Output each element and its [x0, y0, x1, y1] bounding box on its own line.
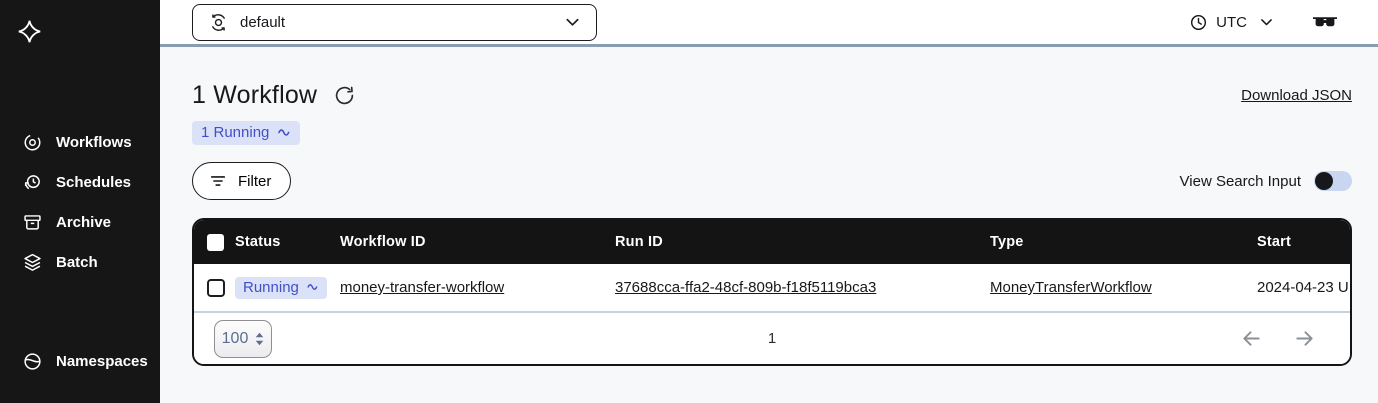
- toolbar-row: Filter View Search Input: [192, 162, 1352, 200]
- topbar: default UTC: [160, 0, 1378, 47]
- running-count-badge[interactable]: 1 Running: [192, 121, 301, 145]
- previous-page-arrow-icon[interactable]: [1240, 327, 1263, 350]
- namespaces-icon: [22, 351, 43, 372]
- updown-arrows-icon: [255, 332, 264, 346]
- sidebar-item-workflows[interactable]: Workflows: [0, 122, 160, 162]
- refresh-icon[interactable]: [334, 85, 355, 106]
- column-header-type: Type: [990, 234, 1024, 250]
- temporal-logo-icon[interactable]: [16, 18, 160, 45]
- title-row: 1 Workflow Download JSON: [192, 81, 1352, 110]
- column-header-run-id: Run ID: [615, 234, 663, 250]
- schedules-icon: [22, 172, 43, 193]
- filter-lines-icon: [209, 172, 227, 190]
- page-title: 1 Workflow: [192, 81, 318, 109]
- workflows-table: Status Workflow ID Run ID Type Start Run…: [192, 218, 1352, 366]
- column-header-workflow-id: Workflow ID: [340, 234, 426, 250]
- sidebar-item-label: Workflows: [56, 133, 132, 151]
- sidebar-item-archive[interactable]: Archive: [0, 202, 160, 242]
- clock-icon: [1189, 13, 1208, 32]
- row-checkbox[interactable]: [207, 278, 225, 297]
- status-badge-label: Running: [243, 278, 299, 296]
- run-id-link[interactable]: 37688cca-ffa2-48cf-809b-f18f5119bca3: [615, 279, 877, 296]
- badge-row: 1 Running: [192, 121, 1352, 145]
- timezone-select[interactable]: UTC: [1189, 13, 1274, 32]
- table-footer: 100 1: [194, 313, 1350, 364]
- sidebar-item-label: Schedules: [56, 173, 132, 191]
- namespace-switcher-icon: [208, 12, 229, 33]
- view-search-input-label: View Search Input: [1179, 172, 1301, 190]
- table-row[interactable]: Running money-transfer-workflow 37688cca…: [194, 264, 1350, 313]
- workflows-icon: [22, 132, 43, 153]
- sidebar: Workflows Schedules Archive: [0, 0, 160, 403]
- sidebar-item-namespaces[interactable]: Namespaces: [0, 341, 160, 381]
- current-page-number: 1: [767, 330, 777, 347]
- pulse-icon: [278, 128, 291, 137]
- next-page-arrow-icon[interactable]: [1293, 327, 1316, 350]
- header-checkbox-cell: [194, 233, 235, 251]
- sidebar-bottom: Namespaces: [0, 341, 160, 381]
- toggle-knob: [1315, 172, 1333, 190]
- chevron-down-icon: [564, 15, 581, 29]
- archive-icon: [22, 212, 43, 233]
- page-size-select[interactable]: 100: [214, 319, 272, 358]
- sidebar-item-schedules[interactable]: Schedules: [0, 162, 160, 202]
- sidebar-item-label: Archive: [56, 213, 112, 231]
- select-all-checkbox[interactable]: [207, 233, 224, 251]
- row-checkbox-cell: [194, 278, 235, 297]
- workflow-id-link[interactable]: money-transfer-workflow: [340, 279, 505, 296]
- chevron-down-icon: [1259, 16, 1274, 28]
- status-badge: Running: [235, 276, 327, 299]
- timezone-value: UTC: [1216, 13, 1247, 31]
- pulse-icon: [307, 283, 319, 291]
- main-content: 1 Workflow Download JSON 1 Running: [160, 47, 1378, 403]
- sidebar-item-label: Batch: [56, 253, 98, 271]
- run-id-cell: 37688cca-ffa2-48cf-809b-f18f5119bca3: [615, 279, 990, 296]
- topbar-right: UTC: [1189, 13, 1338, 32]
- table-header-row: Status Workflow ID Run ID Type Start: [194, 220, 1350, 264]
- pager: [1240, 327, 1316, 350]
- badge-label: 1 Running: [201, 124, 270, 141]
- namespace-select[interactable]: default: [192, 3, 597, 41]
- sidebar-nav: Workflows Schedules Archive: [0, 122, 160, 282]
- status-cell: Running: [235, 276, 340, 299]
- column-header-start: Start: [1257, 234, 1292, 250]
- sidebar-item-batch[interactable]: Batch: [0, 242, 160, 282]
- sidebar-item-label: Namespaces: [56, 352, 148, 370]
- column-header-status: Status: [235, 234, 281, 250]
- filter-button[interactable]: Filter: [192, 162, 292, 200]
- start-cell: 2024-04-23 U: [1257, 279, 1349, 296]
- glasses-icon[interactable]: [1312, 14, 1338, 30]
- view-search-input-toggle[interactable]: [1314, 171, 1352, 191]
- view-search-input-control: View Search Input: [1180, 171, 1352, 191]
- type-cell: MoneyTransferWorkflow: [990, 279, 1257, 296]
- type-link[interactable]: MoneyTransferWorkflow: [990, 279, 1152, 296]
- download-json-link[interactable]: Download JSON: [1241, 87, 1352, 104]
- page-size-value: 100: [221, 329, 249, 347]
- batch-icon: [22, 252, 43, 273]
- namespace-select-value: default: [240, 13, 286, 31]
- filter-button-label: Filter: [238, 172, 272, 190]
- workflow-id-cell: money-transfer-workflow: [340, 279, 615, 296]
